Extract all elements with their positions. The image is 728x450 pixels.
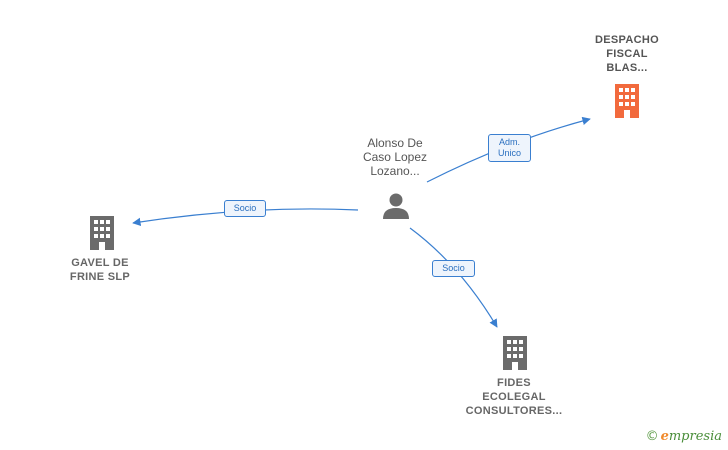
- copyright-symbol: ©: [645, 429, 659, 444]
- person-icon[interactable]: [381, 191, 411, 221]
- person-node-label[interactable]: Alonso De Caso Lopez Lozano...: [362, 136, 428, 178]
- fides-node-label[interactable]: FIDES ECOLEGAL CONSULTORES...: [465, 377, 563, 417]
- brand-initial: e: [660, 429, 669, 444]
- edge-person-to-fides: [409, 227, 498, 328]
- building-icon[interactable]: [501, 336, 533, 370]
- edge-label-adm-unico: Adm. Unico: [488, 134, 531, 162]
- edge-label-socio-fides: Socio: [432, 260, 475, 277]
- brand-name: mpresia: [668, 429, 722, 444]
- brand-logo: ©empresia: [646, 429, 722, 444]
- building-icon[interactable]: [88, 216, 120, 250]
- despacho-node-label[interactable]: DESPACHO FISCAL BLAS...: [595, 34, 659, 74]
- gavel-node-label[interactable]: GAVEL DE FRINE SLP: [69, 257, 131, 283]
- building-icon[interactable]: [613, 84, 645, 118]
- edge-label-socio-gavel: Socio: [224, 200, 266, 217]
